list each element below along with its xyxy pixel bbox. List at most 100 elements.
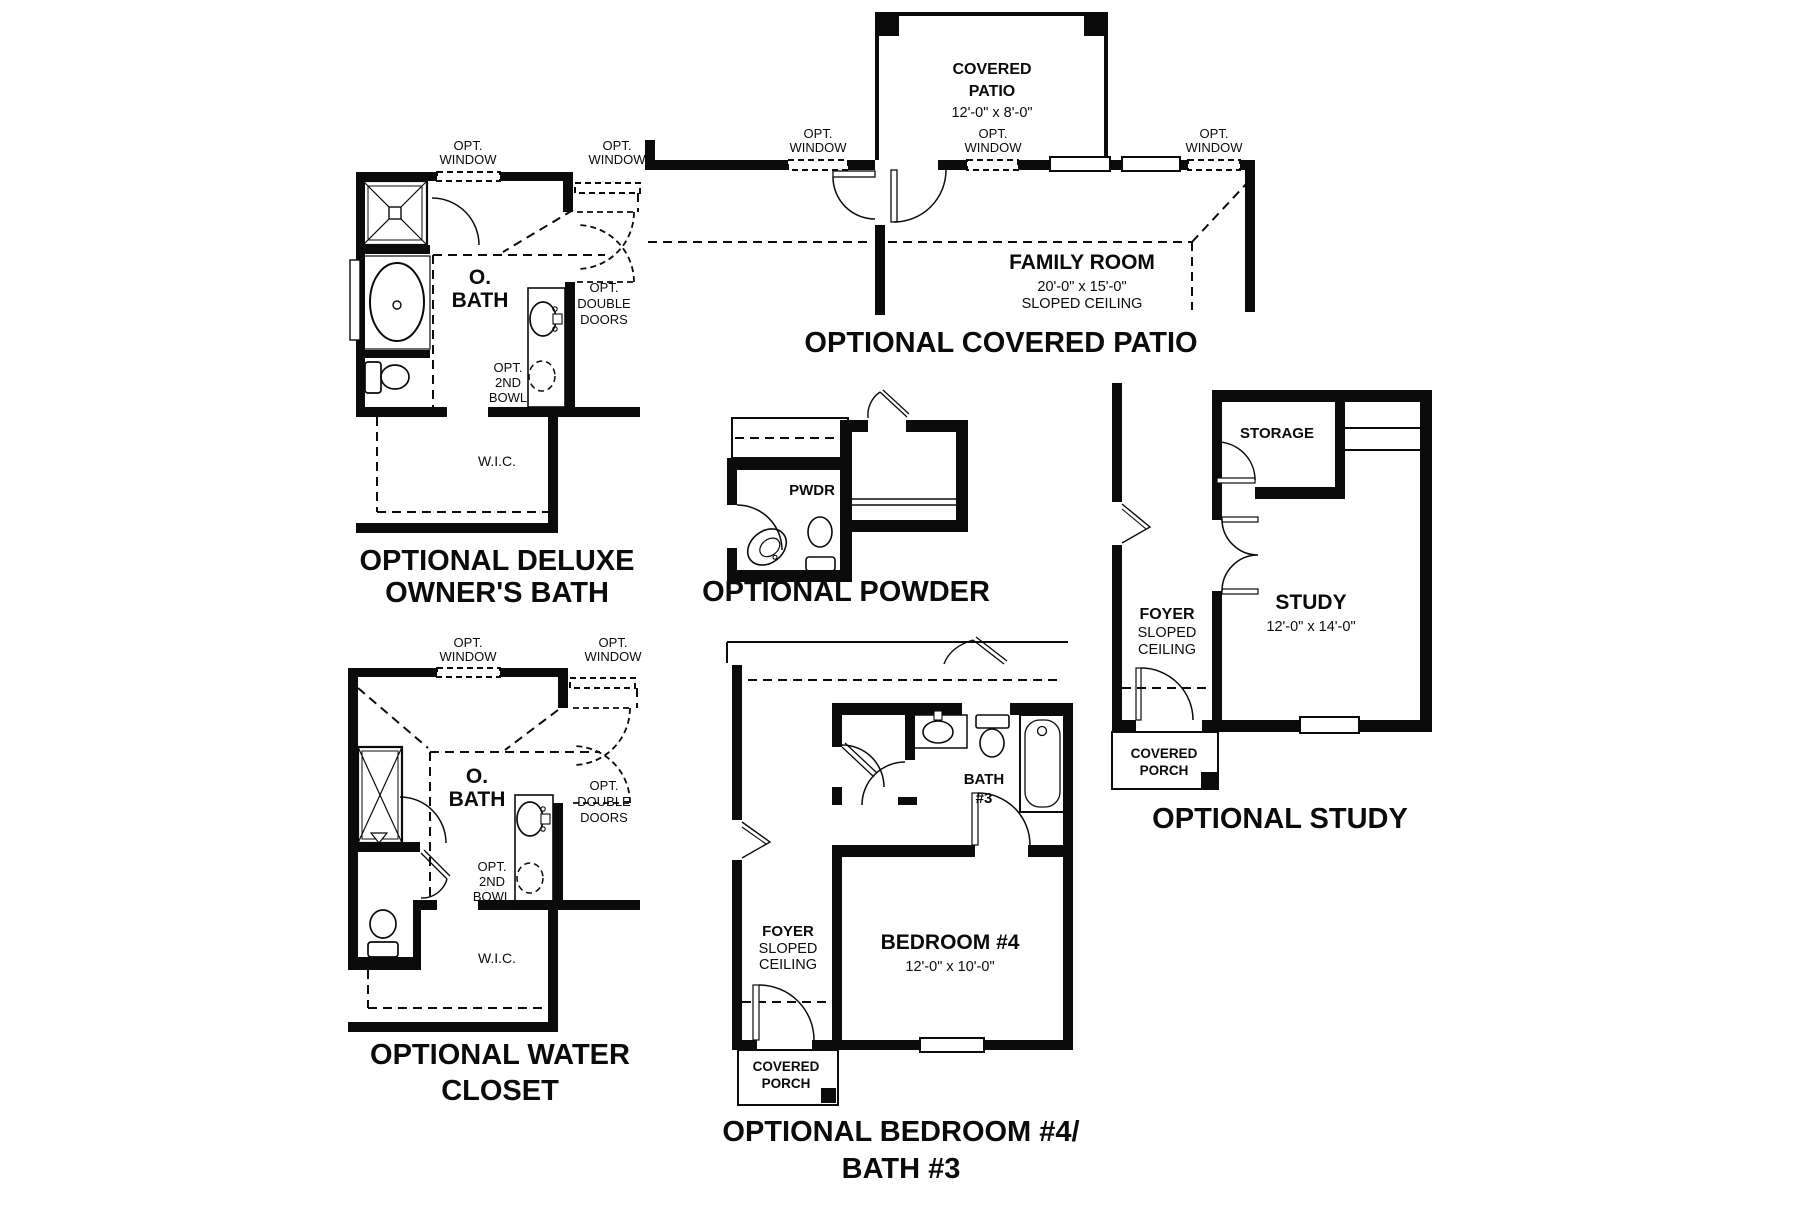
bath-door-swing bbox=[861, 761, 906, 806]
sloped-ceiling-lines bbox=[648, 181, 1249, 310]
door-swing bbox=[736, 504, 783, 551]
toilet bbox=[975, 714, 1010, 758]
opt-window-label: OPT. bbox=[1200, 126, 1229, 141]
covered-porch-label: COVERED bbox=[753, 1059, 820, 1074]
hall-edge bbox=[726, 641, 1068, 663]
patio-label: PATIO bbox=[969, 83, 1016, 100]
opt-window-label: WINDOW bbox=[789, 140, 847, 155]
patio-doors bbox=[832, 169, 947, 223]
opt-2nd-bowl-label: BOWL bbox=[473, 889, 511, 904]
study-double-doors bbox=[1221, 516, 1259, 595]
room-label-obath: O. bbox=[469, 266, 491, 289]
opt-window-label: OPT. bbox=[599, 635, 628, 650]
opt-double-doors-label: DOORS bbox=[580, 810, 628, 825]
wic-label: W.I.C. bbox=[478, 950, 516, 966]
shower bbox=[356, 745, 404, 845]
water-closet-door bbox=[420, 849, 451, 899]
opt-2nd-bowl-label: OPT. bbox=[478, 859, 507, 874]
plan-title: OWNER'S BATH bbox=[385, 577, 609, 609]
opt-window-label: OPT. bbox=[979, 126, 1008, 141]
foyer-ceiling-label: CEILING bbox=[1138, 642, 1196, 658]
opt-window-label: WINDOW bbox=[588, 152, 646, 167]
patio-outline bbox=[875, 12, 1108, 160]
ceiling-break-lines bbox=[357, 687, 638, 1009]
plan-title: OPTIONAL POWDER bbox=[702, 576, 990, 608]
porch-post bbox=[821, 1088, 836, 1103]
opt-window-label: WINDOW bbox=[439, 152, 497, 167]
plan-bedroom4-bath3: BATH #3 BEDROOM #4 12'-0" x 10'-0" FOYER… bbox=[722, 636, 1080, 1185]
closet-door bbox=[867, 389, 910, 419]
plan-title: OPTIONAL WATER bbox=[370, 1039, 630, 1071]
opt-double-doors-label: DOUBLE bbox=[577, 296, 631, 311]
covered-porch-label: COVERED bbox=[1131, 746, 1198, 761]
plan-title: OPTIONAL DELUXE bbox=[360, 545, 635, 577]
walls bbox=[356, 172, 640, 533]
room-label-study: STUDY bbox=[1275, 591, 1346, 614]
bathtub bbox=[349, 255, 431, 350]
room-label-obath: BATH bbox=[452, 289, 509, 312]
optional-window bbox=[574, 182, 641, 194]
plan-title: OPTIONAL STUDY bbox=[1152, 803, 1408, 835]
walls bbox=[727, 420, 968, 582]
storage-door bbox=[1216, 441, 1256, 484]
bedroom-dims: 12'-0" x 10'-0" bbox=[905, 959, 994, 975]
door-swing bbox=[431, 197, 480, 246]
front-door-ajar bbox=[1121, 503, 1152, 544]
closet-shelf bbox=[852, 498, 956, 506]
wic-label: W.I.C. bbox=[478, 453, 516, 469]
entry-door bbox=[752, 984, 815, 1041]
walls bbox=[348, 668, 640, 1032]
window bbox=[1121, 156, 1181, 172]
bathtub bbox=[1019, 714, 1066, 813]
shower bbox=[361, 179, 429, 247]
plan-powder: PWDR OPTIONAL POWDER bbox=[702, 389, 990, 608]
closet-door bbox=[841, 742, 885, 788]
optional-double-doors-swing bbox=[576, 211, 635, 283]
walls bbox=[732, 665, 1073, 1050]
patio-label: COVERED bbox=[952, 61, 1031, 78]
optional-window bbox=[966, 159, 1019, 171]
study-dims: 12'-0" x 14'-0" bbox=[1266, 619, 1355, 635]
opt-window-label: OPT. bbox=[804, 126, 833, 141]
opt-window-label: WINDOW bbox=[1185, 140, 1243, 155]
opt-2nd-bowl-label: 2ND bbox=[495, 375, 521, 390]
opt-2nd-bowl-label: BOWL bbox=[489, 390, 527, 405]
room-label-bedroom4: BEDROOM #4 bbox=[881, 931, 1020, 954]
bedroom-door bbox=[971, 792, 1031, 846]
optional-window bbox=[787, 159, 849, 171]
room-label-obath: O. bbox=[466, 765, 488, 788]
plan-title: OPTIONAL COVERED PATIO bbox=[804, 327, 1197, 359]
vanity-sink bbox=[514, 794, 554, 908]
opt-double-doors-label: OPT. bbox=[590, 280, 619, 295]
front-door-ajar bbox=[741, 821, 772, 859]
optional-second-bowl bbox=[516, 862, 544, 894]
opt-double-doors-label: DOORS bbox=[580, 312, 628, 327]
optional-window bbox=[436, 171, 501, 182]
optional-second-bowl bbox=[528, 360, 556, 392]
optional-window bbox=[1187, 159, 1241, 171]
room-label-storage: STORAGE bbox=[1240, 425, 1314, 442]
opt-window-label: OPT. bbox=[603, 138, 632, 153]
pedestal-sink bbox=[746, 528, 788, 566]
opt-window-label: WINDOW bbox=[584, 649, 642, 664]
plan-title: CLOSET bbox=[441, 1075, 559, 1107]
covered-porch-label: PORCH bbox=[762, 1076, 811, 1091]
room-label-foyer: FOYER bbox=[762, 923, 814, 940]
room-label-foyer: FOYER bbox=[1139, 606, 1195, 623]
opt-window-label: WINDOW bbox=[439, 649, 497, 664]
opt-2nd-bowl-label: 2ND bbox=[479, 874, 505, 889]
toilet bbox=[364, 361, 410, 394]
toilet bbox=[805, 516, 836, 572]
opt-double-doors-label: OPT. bbox=[590, 778, 619, 793]
plan-study: STORAGE STUDY 12'-0" x 14'-0" FOYER SLOP… bbox=[1111, 383, 1432, 835]
optional-window bbox=[436, 667, 501, 678]
hall-door bbox=[943, 636, 1008, 665]
plan-deluxe-owners-bath: OPT. WINDOW OPT. WINDOW O. BATH OPT. DOU… bbox=[349, 138, 646, 609]
porch-post bbox=[1201, 772, 1217, 788]
opt-window-label: OPT. bbox=[454, 635, 483, 650]
toilet bbox=[367, 909, 399, 958]
family-room-ceiling: SLOPED CEILING bbox=[1022, 296, 1143, 312]
window bbox=[1049, 156, 1111, 172]
foyer-ceiling-label: SLOPED bbox=[1138, 625, 1197, 641]
optional-window bbox=[569, 677, 636, 689]
